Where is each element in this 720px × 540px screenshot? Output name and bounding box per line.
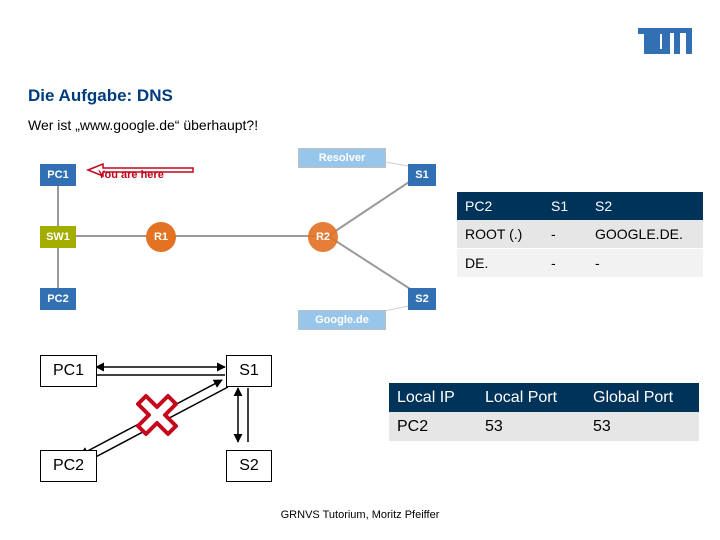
table-cell: -	[543, 220, 587, 249]
you-are-here-label: You are here	[98, 169, 164, 181]
table-cell: -	[587, 248, 703, 277]
network-figure: PC1 You are here SW1 R1 R2 PC2 S1 S2 Res…	[28, 144, 436, 334]
table-cell: GOOGLE.DE.	[587, 220, 703, 249]
page-title: Die Aufgabe: DNS	[28, 86, 173, 105]
table-row: ROOT (.) - GOOGLE.DE.	[457, 220, 703, 249]
resolver-node: Resolver	[298, 148, 386, 168]
dns-header-pc2: PC2	[457, 192, 543, 220]
s1-node: S1	[408, 164, 436, 186]
table-cell: 53	[585, 412, 699, 442]
r1-node: R1	[146, 222, 176, 252]
pc1-node: PC1	[40, 164, 76, 186]
table-cell: 53	[477, 412, 585, 442]
table-cell: -	[543, 248, 587, 277]
r2-node: R2	[308, 222, 338, 252]
nat-header-local-port: Local Port	[477, 383, 585, 412]
footer: GRNVS Tutorium, Moritz Pfeiffer	[280, 509, 440, 521]
tum-logo	[638, 28, 692, 54]
blocked-cross-icon	[136, 394, 178, 436]
table-cell: DE.	[457, 248, 543, 277]
dns-header-s1: S1	[543, 192, 587, 220]
table-cell: PC2	[389, 412, 477, 442]
network-links	[57, 155, 419, 319]
nat-s2-box: S2	[226, 450, 272, 482]
sw1-node: SW1	[40, 226, 76, 248]
pc2-node: PC2	[40, 288, 76, 310]
nat-header-global-port: Global Port	[585, 383, 699, 412]
table-row: DE. - -	[457, 248, 703, 277]
table-row: PC2 53 53	[389, 412, 699, 442]
dns-table: PC2 S1 S2 ROOT (.) - GOOGLE.DE. DE. - -	[457, 192, 703, 277]
s2-node: S2	[408, 288, 436, 310]
nat-table-header: Local IP Local Port Global Port	[389, 383, 699, 412]
dns-table-header: PC2 S1 S2	[457, 192, 703, 220]
table-cell: ROOT (.)	[457, 220, 543, 249]
nat-table: Local IP Local Port Global Port PC2 53 5…	[389, 383, 699, 442]
google-node: Google.de	[298, 310, 386, 330]
nat-header-local-ip: Local IP	[389, 383, 477, 412]
dns-header-s2: S2	[587, 192, 703, 220]
nat-pc1-box: PC1	[40, 355, 97, 387]
nat-s1-box: S1	[226, 355, 272, 387]
nat-pc2-box: PC2	[40, 450, 97, 482]
page-subtitle: Wer ist „www.google.de“ überhaupt?!	[28, 117, 259, 133]
